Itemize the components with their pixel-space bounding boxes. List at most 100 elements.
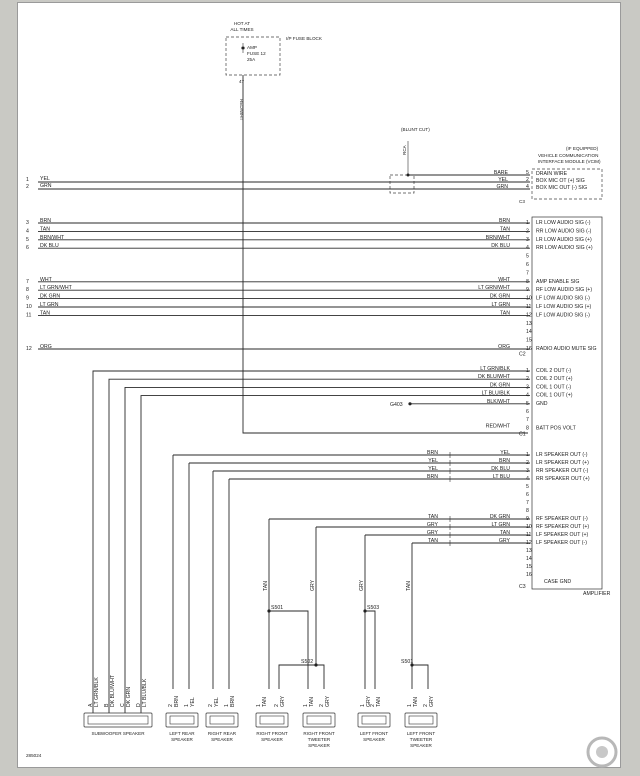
speaker-wire-color: TAN: [309, 697, 315, 707]
c3-wire-color: GRY: [499, 538, 511, 544]
c1-signal: BATT POS VOLT: [536, 425, 577, 431]
c2-wire-color: LT GRN/WHT: [478, 285, 511, 291]
rca-ground: (BLUNT CUT) RCA: [401, 127, 430, 175]
speaker-name: TWEETER: [308, 737, 331, 742]
speaker-wire-color: TAN: [262, 697, 268, 707]
c1-wire-color: RED/WHT: [486, 423, 511, 429]
c2-signal: RADIO AUDIO MUTE SIG: [536, 346, 597, 352]
speaker-wire-color: GRY: [366, 695, 372, 707]
batt-feed-wire: [242, 75, 528, 434]
speaker-connector: [165, 712, 199, 728]
c1-pin: 8: [526, 425, 529, 431]
speaker-pin: 1: [184, 704, 190, 707]
fuse-label-2: FUSE 12: [247, 51, 266, 56]
vcim-outline: [531, 168, 603, 200]
speaker-pin: 2: [423, 704, 429, 707]
speaker-wire-color: DK GRN: [126, 687, 132, 707]
c2-pin: 5: [526, 254, 529, 260]
c3-left-color: GRY: [427, 522, 439, 528]
speaker-connector: [255, 712, 289, 728]
speaker-pin: C: [120, 703, 126, 707]
c3-pin: 8: [526, 508, 529, 514]
c1-wire-color: DK GRN: [490, 382, 510, 388]
case-gnd-label: CASE GND: [544, 579, 571, 585]
speaker-pin: 1: [360, 704, 366, 707]
speaker-wire-color: BRN: [230, 696, 236, 707]
speaker-name: SUBWOOFER SPEAKER: [91, 731, 145, 736]
vcim-pin: 2: [526, 177, 529, 183]
c3-left-color: GRY: [427, 530, 439, 536]
c1-signal: COIL 1 OUT (-): [536, 384, 571, 390]
speaker-pin: D: [136, 703, 142, 707]
c3-wire-color: LT GRN: [491, 522, 510, 528]
c3-wire-color: DK BLU: [491, 466, 510, 472]
speaker-icon: [408, 715, 434, 725]
c1-pin: 6: [526, 409, 529, 415]
vcim-wire-color: YEL: [498, 177, 508, 183]
c2-left-pin: 9: [26, 296, 29, 302]
vcim-wire-color: BARE: [494, 170, 509, 176]
vcim-note: (IF EQUIPPED): [566, 146, 599, 151]
speaker-name: RIGHT REAR: [208, 731, 237, 736]
c2-wire-color: TAN: [500, 310, 510, 316]
splice-s503: S503: [367, 605, 379, 611]
c3-pin: 6: [526, 492, 529, 498]
c2-left-pin: 6: [26, 245, 29, 251]
c2-signal: AMP ENABLE SIG: [536, 279, 579, 285]
c2-left-color: DK GRN: [40, 294, 60, 300]
vcim-left-pin: 2: [26, 184, 29, 190]
lf-tweeter-neg-wire: [412, 664, 429, 689]
splice-dot-icon: [410, 663, 414, 667]
speaker-pin: 2: [319, 704, 325, 707]
speaker-icon: [306, 715, 332, 725]
speaker-name: SPEAKER: [261, 737, 283, 742]
subwoofer-wire: [92, 370, 530, 713]
speaker-pin: 2: [208, 704, 214, 707]
c2-connector: C2: [519, 351, 526, 357]
speaker-icon: [87, 715, 149, 725]
rf-tweeter-neg-wire: [316, 664, 325, 689]
vcim-wire-color: GRN: [496, 184, 508, 190]
c3-left-color: YEL: [428, 466, 438, 472]
amplifier-label: AMPLIFIER: [583, 591, 611, 597]
speaker-connector: [404, 712, 438, 728]
c3-pin: 15: [526, 564, 532, 570]
speaker-icon: [169, 715, 195, 725]
speaker-icon: [209, 715, 235, 725]
c2-signal: RR LOW AUDIO SIG (+): [536, 245, 593, 251]
speaker-pin: 2: [168, 704, 174, 707]
splice-dot-icon: [267, 609, 271, 613]
speaker-wire-color: YEL: [214, 697, 220, 707]
c3-wire-color: DK GRN: [490, 514, 510, 520]
vcim-signal: BOX MIC OT (+) SIG: [536, 178, 585, 184]
speaker-name: LEFT FRONT: [407, 731, 435, 736]
c3-pin: 14: [526, 556, 532, 562]
c3-connector: C3: [519, 584, 526, 590]
c2-pin: 7: [526, 270, 529, 276]
vcim-shield-outline: [389, 174, 415, 194]
c3-pin: 5: [526, 484, 529, 490]
c2-wire-color: LT GRN: [491, 302, 510, 308]
drop-wire-color: TAN: [263, 581, 269, 591]
c2-signal: LF LOW AUDIO SIG (-): [536, 296, 590, 302]
c3-left-color: BRN: [427, 450, 438, 456]
c2-left-pin: 3: [26, 220, 29, 226]
c2-signal: RR LOW AUDIO SIG (-): [536, 228, 592, 234]
rf-neg-wire: [278, 611, 317, 689]
c2-left-color: TAN: [40, 310, 50, 316]
subwoofer-wire: [124, 386, 530, 713]
c2-wire-color: WHT: [498, 277, 511, 283]
c2-left-pin: 11: [26, 312, 31, 318]
c1-pin: 7: [526, 417, 529, 423]
ground-label: G403: [390, 402, 403, 408]
c1-signal: COIL 2 OUT (+): [536, 376, 573, 382]
c2-signal: RF LOW AUDIO SIG (+): [536, 287, 592, 293]
speaker-name: LEFT FRONT: [360, 731, 388, 736]
c3-left-color: TAN: [428, 538, 438, 544]
speaker-name: SPEAKER: [211, 737, 233, 742]
c2-left-pin: 5: [26, 237, 29, 243]
